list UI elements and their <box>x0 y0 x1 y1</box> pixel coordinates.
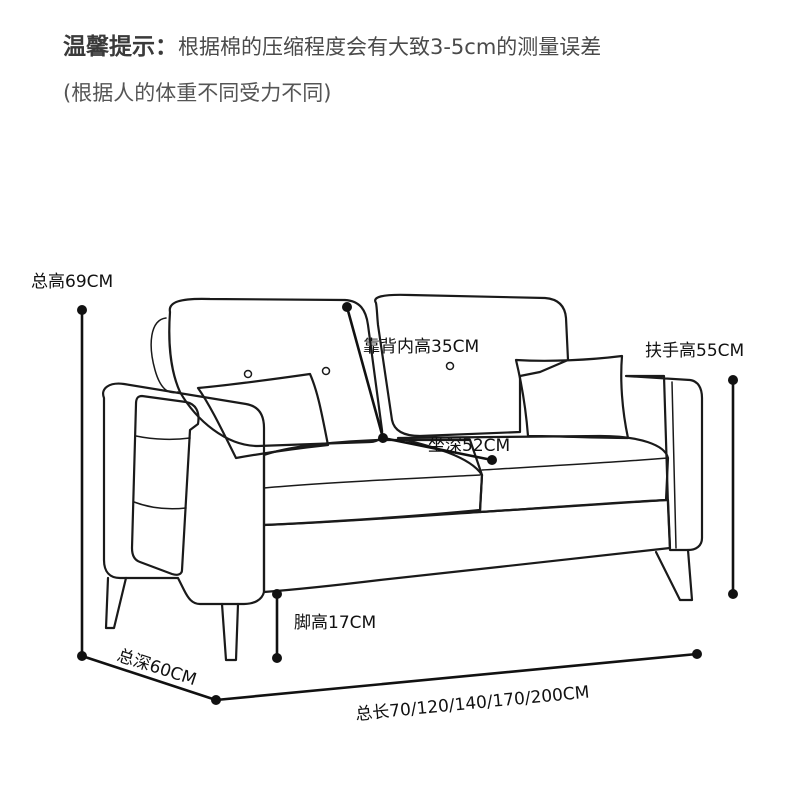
dim-endpoint <box>487 455 497 465</box>
dim-endpoint <box>272 589 282 599</box>
sofa-base <box>262 498 672 594</box>
dim-endpoint <box>728 589 738 599</box>
dimension-markers <box>77 302 738 705</box>
notice-subline: (根据人的体重不同受力不同) <box>63 81 332 105</box>
front-right-leg <box>654 548 694 602</box>
cushion-button <box>243 369 253 379</box>
dim-endpoint <box>77 305 87 315</box>
right-throw-pillow <box>514 354 630 440</box>
armrest-side-pocket <box>130 394 200 576</box>
total-depth-label: 总深60CM <box>114 646 198 690</box>
notice-prefix: 温馨提示： <box>63 34 178 60</box>
notice-text: 根据棉的压缩程度会有大致3-5cm的测量误差 <box>178 35 602 59</box>
right-back-cushion <box>374 293 570 438</box>
leg-height-label: 脚高17CM <box>294 613 376 633</box>
dim-endpoint <box>342 302 352 312</box>
left-back-cushion <box>168 297 384 448</box>
right-armrest <box>624 374 704 552</box>
seat-cushion-piping <box>263 457 669 489</box>
seat-depth-line <box>381 436 494 462</box>
back-height-line <box>345 305 385 440</box>
pocket-divider <box>133 435 191 510</box>
dim-endpoint <box>272 653 282 663</box>
total-depth-line <box>80 654 218 702</box>
left-throw-pillow <box>196 372 330 460</box>
back-left-leg <box>104 576 128 630</box>
total-length-label: 总长70/120/140/170/200CM <box>355 683 591 725</box>
back-height-label: 靠背内高35CM <box>363 337 479 357</box>
left-back-cushion-shadow <box>150 317 179 394</box>
front-left-leg <box>220 602 240 662</box>
seat-depth-label: 坐深52CM <box>428 436 510 456</box>
cushion-button <box>321 366 331 376</box>
total-length-line <box>214 652 699 702</box>
armrest-height-label: 扶手高55CM <box>645 341 744 361</box>
left-armrest <box>102 382 266 606</box>
sofa-illustration <box>102 293 704 662</box>
dim-endpoint <box>692 649 702 659</box>
total-height-label: 总高69CM <box>31 272 113 292</box>
cushion-button <box>445 361 455 371</box>
dimension-labels: 总高69CM 靠背内高35CM 扶手高55CM 坐深52CM 脚高17CM 总深… <box>31 272 744 725</box>
right-armrest-edge <box>671 381 677 549</box>
dim-endpoint <box>728 375 738 385</box>
notice-line: 温馨提示：根据棉的压缩程度会有大致3-5cm的测量误差 <box>63 27 601 61</box>
